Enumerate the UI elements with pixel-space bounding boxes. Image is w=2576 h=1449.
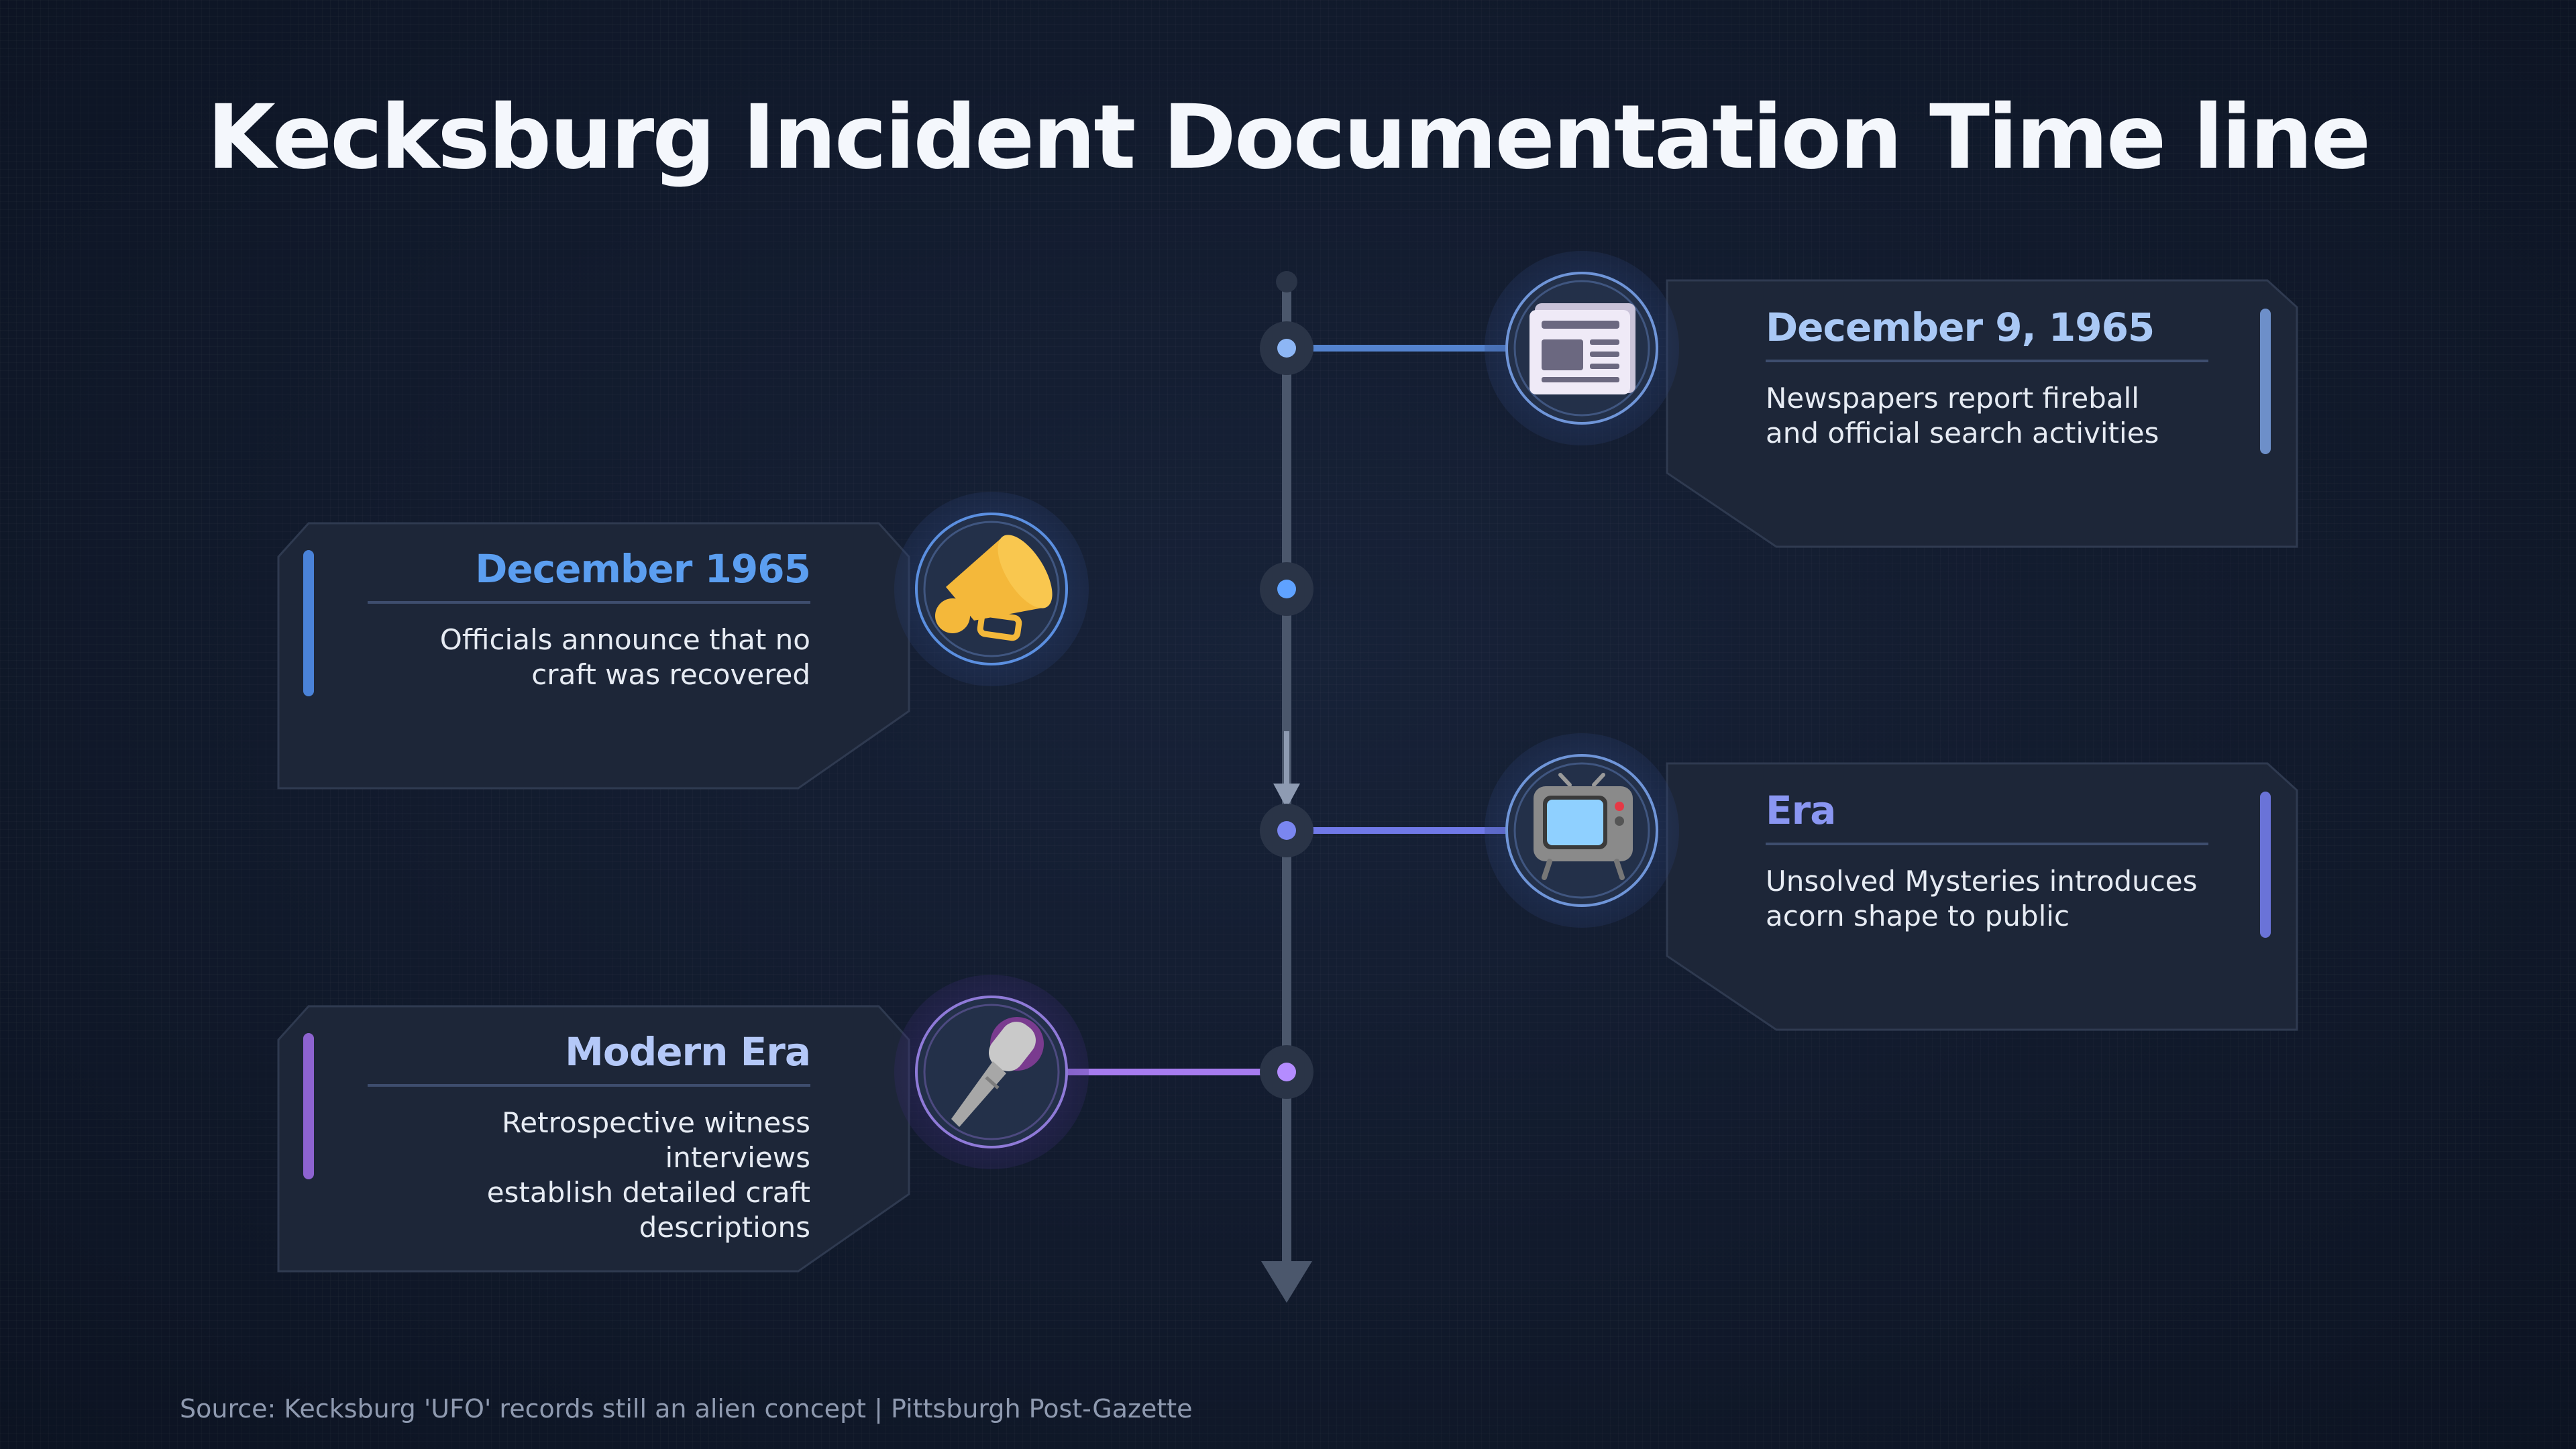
television-icon	[1534, 773, 1633, 880]
event-description: Retrospective witness interviews establi…	[486, 1106, 810, 1244]
event-node-4	[1277, 1063, 1296, 1081]
event-date: December 1965	[368, 543, 811, 604]
megaphone-icon	[935, 535, 1053, 641]
event-text-3: Era Unsolved Mysteries introduces acorn …	[1766, 785, 2208, 934]
event-text-1: December 9, 1965 Newspapers report fireb…	[1766, 302, 2208, 451]
event-icon-ring-4	[923, 1004, 1060, 1140]
microphone-icon	[951, 1017, 1044, 1127]
axis-start-cap	[1276, 271, 1297, 292]
event-icon-ring-3	[1513, 762, 1650, 899]
event-description: Newspapers report fireball and official …	[1766, 382, 2159, 449]
event-card-4	[277, 1005, 910, 1273]
source-citation: Source: Kecksburg 'UFO' records still an…	[180, 1394, 1193, 1424]
event-card-1-accent-bar	[2260, 309, 2271, 454]
event-node-1	[1277, 339, 1296, 358]
event-text-2: December 1965 Officials announce that no…	[368, 543, 811, 692]
event-card-2	[277, 522, 910, 790]
event-date: December 9, 1965	[1766, 302, 2208, 362]
newspaper-icon	[1529, 303, 1635, 394]
event-card-3	[1666, 762, 2298, 1031]
event-text-4: Modern Era Retrospective witness intervi…	[368, 1026, 811, 1245]
event-card-2-accent-bar	[303, 550, 314, 696]
event-node-3	[1277, 821, 1296, 840]
event-icon-ring-1	[1513, 280, 1650, 417]
event-card-3-accent-bar	[2260, 792, 2271, 938]
event-node-2	[1277, 580, 1296, 598]
event-icon-ring-2	[923, 521, 1060, 657]
axis-end-arrow	[1261, 1261, 1312, 1303]
axis-mid-arrow-head	[1273, 784, 1300, 808]
event-description: Officials announce that no craft was rec…	[439, 623, 810, 691]
event-date: Modern Era	[368, 1026, 811, 1087]
event-card-1	[1666, 279, 2298, 548]
event-date: Era	[1766, 785, 2208, 845]
event-description: Unsolved Mysteries introduces acorn shap…	[1766, 865, 2198, 932]
page-title: Kecksburg Incident Documentation Time li…	[207, 86, 2371, 189]
event-card-4-accent-bar	[303, 1033, 314, 1179]
